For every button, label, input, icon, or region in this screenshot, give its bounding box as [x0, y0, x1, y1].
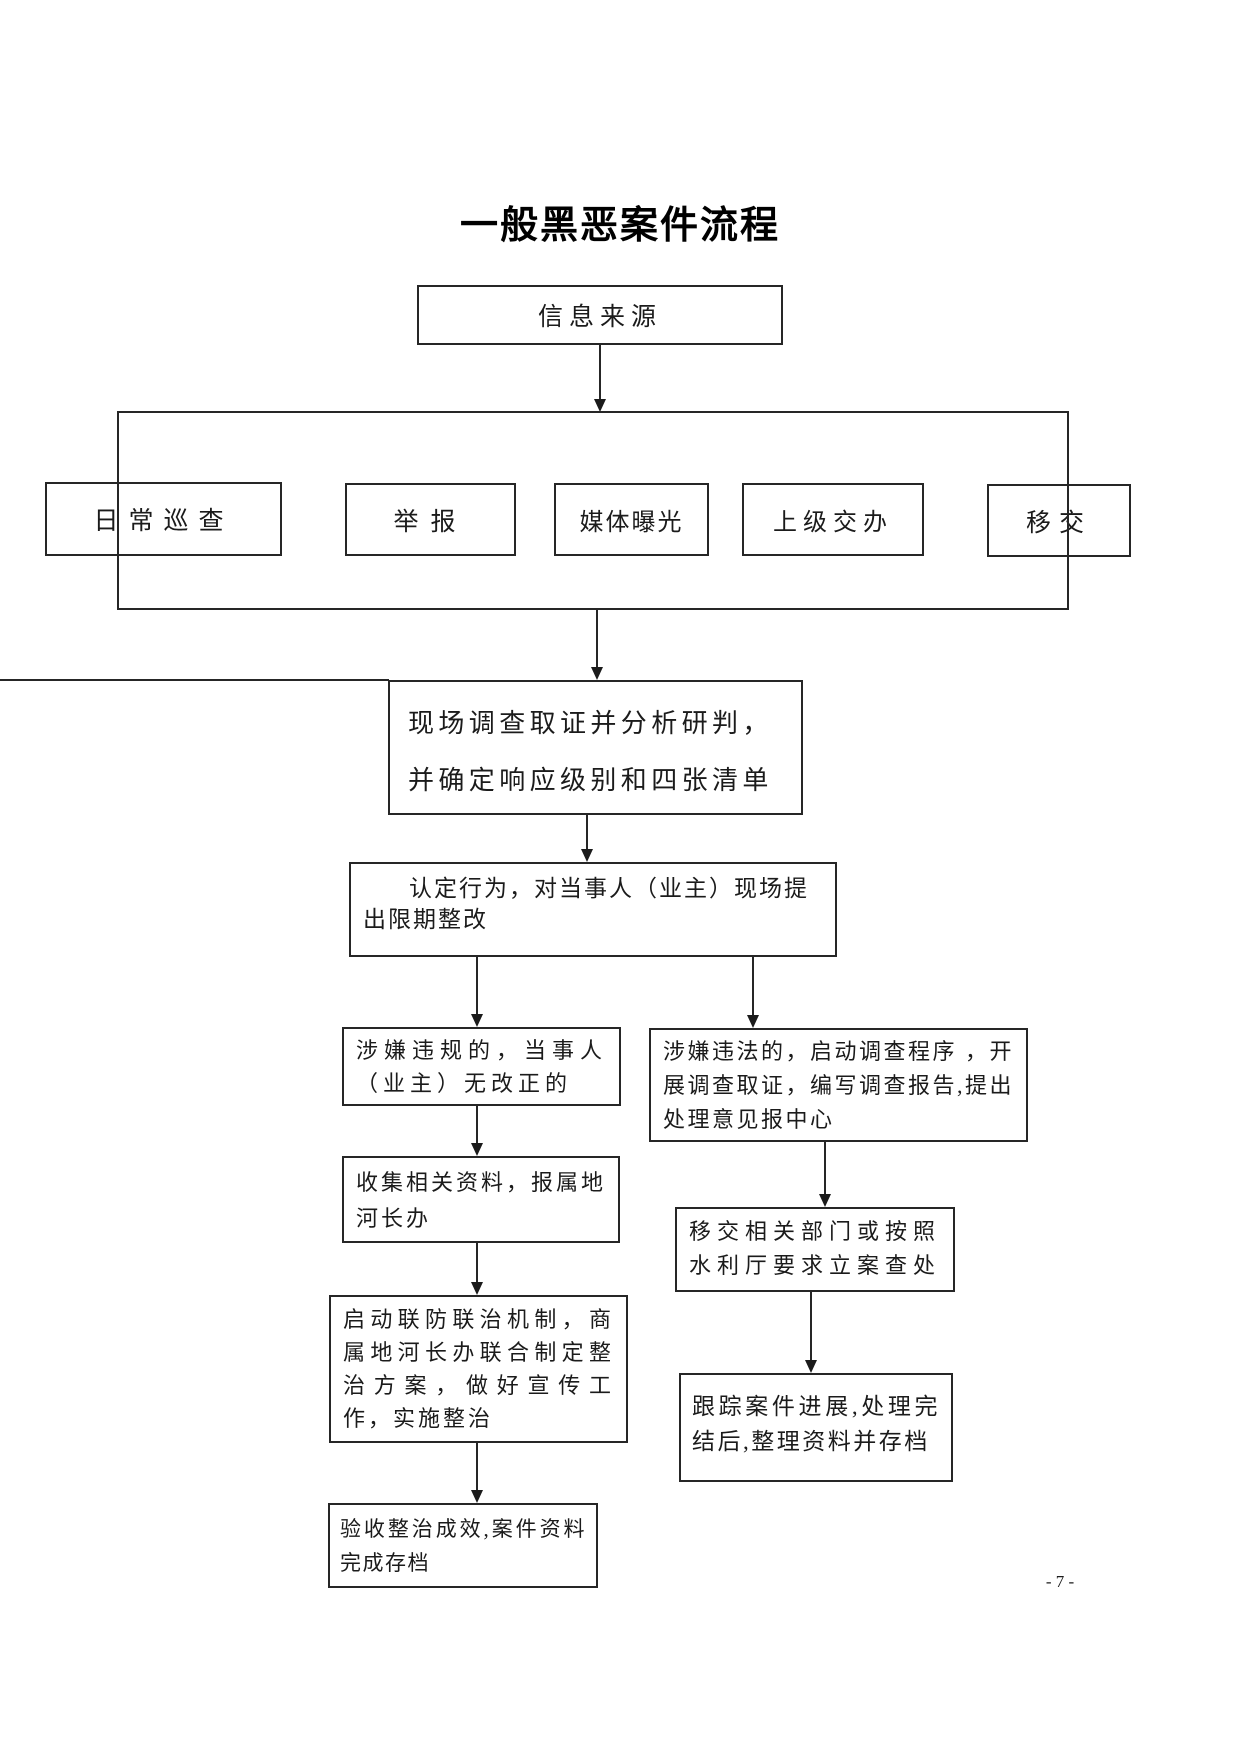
node-identify-behavior-line2: 出限期整改	[363, 907, 488, 932]
node-channel-media-exposure-label: 媒体曝光	[579, 510, 684, 536]
page-number: - 7 -	[1045, 1572, 1075, 1591]
node-channel-superior-assignment: 上级交办	[742, 483, 924, 556]
arrowhead-identify-to-illegal	[747, 1015, 759, 1028]
arrowhead-joint-to-acceptance	[471, 1490, 483, 1503]
node-channel-superior-assignment-label: 上级交办	[773, 510, 893, 536]
connector-transfer-to-track	[805, 1292, 817, 1373]
connector-illegal-to-transfer	[819, 1142, 831, 1207]
node-acceptance-archive: 验收整治成效,案件资料完成存档	[328, 1503, 598, 1588]
node-transfer-departments: 移交相关部门或按照水利厅要求立案查处	[675, 1207, 955, 1292]
node-track-progress-archive: 跟踪案件进展,处理完结后,整理资料并存档	[679, 1373, 953, 1482]
node-identify-behavior: 认定行为，对当事人（业主）现场提 出限期整改	[349, 862, 837, 957]
page-title: 一般黑恶案件流程	[459, 205, 780, 247]
node-info-source: 信息来源	[417, 285, 783, 345]
arrowhead-transfer-to-track	[805, 1360, 817, 1373]
arrowhead-identify-to-violation	[471, 1014, 483, 1027]
arrowhead-bus-to-investigate	[591, 667, 603, 680]
connector-source-to-bus	[594, 345, 606, 412]
arrowhead-investigate-to-identify	[581, 849, 593, 862]
node-channel-transfer-label: 移交	[1025, 509, 1092, 537]
node-channel-media-exposure: 媒体曝光	[554, 483, 709, 556]
node-track-progress-archive-text: 跟踪案件进展,处理完结后,整理资料并存档	[692, 1394, 940, 1454]
node-channel-daily-patrol-label: 日常巡查	[93, 508, 234, 535]
connector-collect-to-joint	[471, 1243, 483, 1295]
node-suspected-illegal: 涉嫌违法的，启动调查程序 ，开展调查取证，编写调查报告,提出处理意见报中心	[649, 1028, 1028, 1142]
node-info-source-label: 信息来源	[537, 304, 662, 331]
node-investigate-analyze: 现场调查取证并分析研判， 并确定响应级别和四张清单	[388, 680, 803, 815]
node-collect-materials: 收集相关资料，报属地河长办	[342, 1156, 620, 1243]
node-investigate-analyze-line1: 现场调查取证并分析研判，	[408, 709, 773, 738]
node-suspected-violation-text: 涉嫌违规的，当事人（业主）无改正的	[356, 1038, 607, 1096]
node-joint-prevention-remediation: 启动联防联治机制，商属地河长办联合制定整治方案，做好宣传工作，实施整治	[329, 1295, 628, 1443]
connector-joint-to-acceptance	[471, 1443, 483, 1503]
arrowhead-collect-to-joint	[471, 1282, 483, 1295]
node-joint-prevention-remediation-text: 启动联防联治机制，商属地河长办联合制定整治方案，做好宣传工作，实施整治	[343, 1307, 614, 1431]
node-investigate-analyze-line2: 并确定响应级别和四张清单	[408, 766, 773, 795]
node-suspected-violation: 涉嫌违规的，当事人（业主）无改正的	[342, 1027, 621, 1106]
arrowhead-violation-to-collect	[471, 1143, 483, 1156]
node-channel-report: 举报	[345, 483, 516, 556]
node-acceptance-archive-text: 验收整治成效,案件资料完成存档	[340, 1517, 586, 1575]
node-channel-transfer: 移交	[987, 484, 1131, 557]
connector-investigate-to-identify	[581, 815, 593, 862]
node-identify-behavior-line1: 认定行为，对当事人（业主）现场提	[409, 876, 809, 901]
node-channel-daily-patrol: 日常巡查	[45, 482, 282, 556]
connector-bus-to-investigate	[591, 609, 603, 680]
arrowhead-source-to-bus	[594, 399, 606, 412]
connector-identify-to-violation	[471, 957, 483, 1027]
node-transfer-departments-text: 移交相关部门或按照水利厅要求立案查处	[689, 1219, 942, 1278]
node-channel-report-label: 举报	[393, 508, 468, 536]
connector-violation-to-collect	[471, 1106, 483, 1156]
node-suspected-illegal-text: 涉嫌违法的，启动调查程序 ，开展调查取证，编写调查报告,提出处理意见报中心	[663, 1039, 1015, 1132]
arrowhead-illegal-to-transfer	[819, 1194, 831, 1207]
node-collect-materials-text: 收集相关资料，报属地河长办	[356, 1170, 607, 1231]
connector-identify-to-illegal	[747, 957, 759, 1028]
